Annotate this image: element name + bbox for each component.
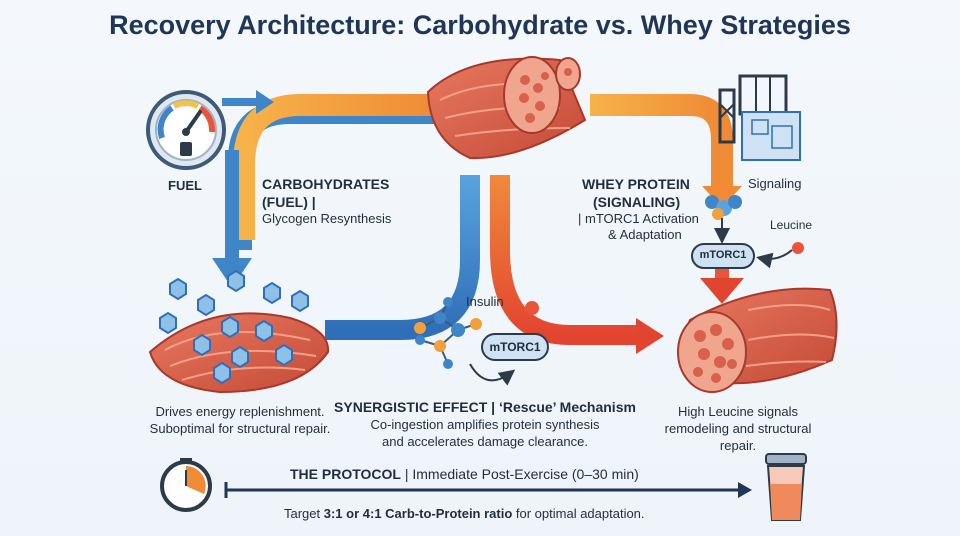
synergy-heading-rest: | ‘Rescue’ Mechanism [487,399,636,415]
synergy-heading-bold: SYNERGISTIC EFFECT [334,399,488,415]
right-desc-line2: remodeling and structural [664,421,812,436]
center-blue-flow [325,175,480,340]
timeline-arrowhead [738,482,752,498]
mtorc1-center-label: mTORC1 [489,340,541,354]
fuel-label: FUEL [168,178,202,193]
carb-heading-line1: CARBOHYDRATES [262,176,390,192]
mtorc1-center-pill [481,333,549,361]
red-down-arrowhead [700,278,744,304]
whey-subtitle-line2: & Adaptation [608,227,682,242]
whey-heading-line1: WHEY PROTEIN [582,176,690,192]
carb-heading-line2: (FUEL) | [262,194,316,210]
center-red-flow [490,175,640,345]
leucine-label: Leucine [770,218,813,232]
left-desc-line2: Suboptimal for structural repair. [149,421,331,436]
carb-subtitle: Glycogen Resynthesis [262,211,392,226]
leucine-dot [792,242,804,254]
protein-cluster-icon [705,195,742,220]
orange-down-arrowhead [702,186,742,208]
page-title: Recovery Architecture: Carbohydrate vs. … [109,10,851,40]
protocol-target-post: for optimal adaptation. [512,506,645,521]
mtorc1-right-pill [691,243,755,269]
whey-heading-line2: (SIGNALING) [593,194,681,210]
orange-band-left [233,94,445,240]
signaling-label: Signaling [748,176,802,191]
orange-band-right [590,94,733,190]
protocol-target-pre: Target [284,506,324,521]
synergy-heading: SYNERGISTIC EFFECT | ‘Rescue’ Mechanism [320,399,650,415]
mtorc1-loop-arrow [469,363,516,386]
protocol-heading-bold: THE PROTOCOL [290,466,401,482]
protocol-target-bold: 3:1 or 4:1 Carb-to-Protein ratio [323,506,513,521]
insulin-network-icon [414,297,539,369]
muscle-bundle-icon-right [677,287,838,393]
mtorc1-right-label: mTORC1 [699,249,747,261]
protocol-heading-rest: | Immediate Post-Exercise (0–30 min) [400,466,639,482]
right-desc-line1: High Leucine signals [678,404,798,419]
right-desc-line3: repair. [719,438,757,453]
synergy-desc-line1: Co-ingestion amplifies protein synthesis [370,417,600,432]
scaffold-blueprint-icon [718,74,801,161]
left-desc-line1: Drives energy replenishment. [155,404,325,419]
protocol-heading: THE PROTOCOL | Immediate Post-Exercise (… [290,466,639,482]
insulin-label: Insulin [466,294,504,309]
stopwatch-icon [160,458,212,512]
center-red-arrowhead [636,318,664,354]
shaker-bottle-icon [765,453,807,521]
fuel-right-arrowhead [256,90,274,114]
protocol-target: Target 3:1 or 4:1 Carb-to-Protein ratio … [284,506,645,521]
leucine-arrow [756,249,793,269]
fuel-gauge-icon [146,90,226,170]
synergy-desc-line2: and accelerates damage clearance. [382,434,588,449]
glycogen-hexagon-icon [159,269,309,385]
whey-subtitle-line1: | mTORC1 Activation [578,211,699,226]
muscle-bundle-icon-top [426,56,587,160]
